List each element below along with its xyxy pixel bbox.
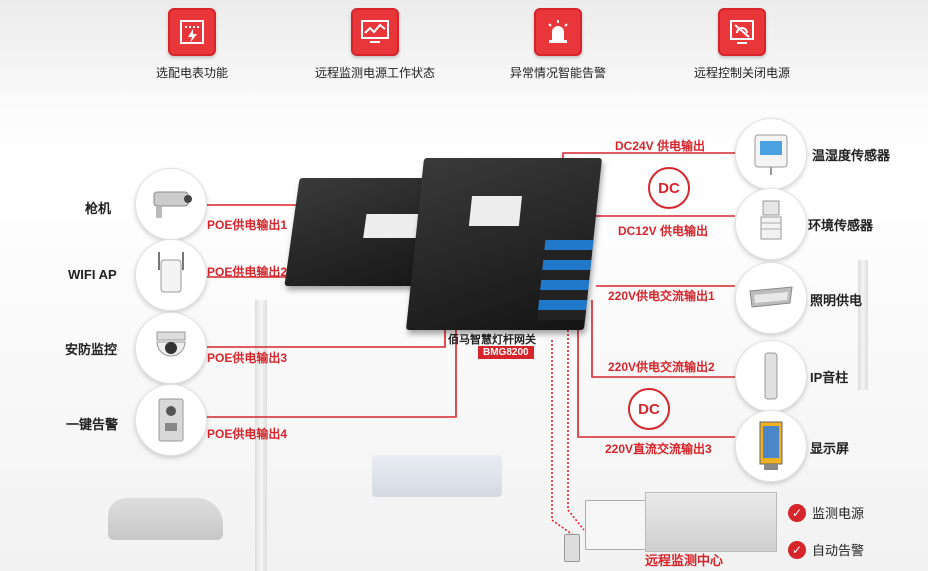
feature-label: 远程监测电源工作状态 xyxy=(314,66,435,80)
device-name-environment: 环境传感器 xyxy=(808,218,874,233)
ac-line-2 xyxy=(591,300,735,378)
gateway-name: 佰马智慧灯杆网关 xyxy=(448,334,536,346)
street-pole xyxy=(255,300,267,571)
gateway-panel xyxy=(468,196,523,226)
car-image xyxy=(108,498,223,540)
check-icon: ✓ xyxy=(788,503,806,522)
monitor-link xyxy=(551,340,581,541)
dome-camera-icon xyxy=(135,312,207,384)
port-label-ac-1: 220V供电交流输出1 xyxy=(608,289,715,303)
port-label-ac-3: 220V直流交流输出3 xyxy=(605,442,712,456)
feature-monitor: 远程监测电源工作状态 xyxy=(285,8,465,81)
check-label: 自动告警 xyxy=(812,543,865,558)
monitor-link-2 xyxy=(567,302,585,531)
power-ports xyxy=(537,240,594,320)
environment-sensor-icon xyxy=(735,188,807,260)
dc-badge-top: DC xyxy=(648,167,690,209)
dc-badge-bottom: DC xyxy=(628,388,670,430)
street-pole-right xyxy=(858,260,868,390)
feature-label: 远程控制关闭电源 xyxy=(693,66,790,80)
device-name-lighting: 照明供电 xyxy=(810,293,863,308)
device-name-wifi-ap: WIFI AP xyxy=(68,267,117,282)
port-label-dc12v: DC12V 供电输出 xyxy=(618,224,709,238)
check-label: 监测电源 xyxy=(812,506,865,521)
feature-label: 异常情况智能告警 xyxy=(509,66,606,80)
device-name-speaker: IP音柱 xyxy=(810,370,849,385)
monitor-icon xyxy=(351,8,399,56)
bullet-camera-icon xyxy=(135,168,207,240)
humidity-sensor-icon xyxy=(735,118,807,190)
monitor-center-label: 远程监测中心 xyxy=(645,553,724,568)
feature-remote: 远程控制关闭电源 xyxy=(652,8,832,81)
wifi-ap-icon xyxy=(135,239,207,311)
bus-image xyxy=(372,455,502,497)
check-monitor-power: ✓ 监测电源 xyxy=(788,503,864,522)
gateway-model: BMG8200 xyxy=(478,346,534,359)
gateway-unit-right xyxy=(405,158,603,330)
ac-line-3 xyxy=(577,302,735,438)
monitor-center-room-icon xyxy=(645,492,777,552)
feature-meter: 选配电表功能 xyxy=(102,8,282,81)
port-label-ac-2: 220V供电交流输出2 xyxy=(608,360,715,374)
monitor-center-icon xyxy=(585,500,647,550)
alarm-button-icon xyxy=(135,384,207,456)
display-screen-icon xyxy=(735,410,807,482)
device-name-bullet-camera: 枪机 xyxy=(85,201,112,216)
device-name-display: 显示屏 xyxy=(810,441,850,456)
device-name-alarm: 一键告警 xyxy=(66,417,119,432)
poe-line-4 xyxy=(196,292,457,418)
device-name-humidity: 温湿度传感器 xyxy=(812,148,891,163)
port-label-poe-1: POE供电输出1 xyxy=(207,218,288,232)
port-label-poe-3: POE供电输出3 xyxy=(207,351,288,365)
lamp-icon xyxy=(735,262,807,334)
port-label-poe-2: POE供电输出2 xyxy=(207,265,288,279)
feature-band xyxy=(0,0,928,92)
meter-icon xyxy=(168,8,216,56)
remote-control-icon xyxy=(718,8,766,56)
port-label-poe-4: POE供电输出4 xyxy=(207,427,288,441)
device-name-security: 安防监控 xyxy=(65,342,118,357)
speaker-column-icon xyxy=(735,340,807,412)
phone-icon xyxy=(564,534,580,562)
alarm-icon xyxy=(534,8,582,56)
feature-alarm: 异常情况智能告警 xyxy=(468,8,648,81)
feature-label: 选配电表功能 xyxy=(155,66,228,80)
check-icon: ✓ xyxy=(788,540,806,559)
check-auto-alarm: ✓ 自动告警 xyxy=(788,540,864,559)
port-label-dc24v: DC24V 供电输出 xyxy=(615,139,706,153)
